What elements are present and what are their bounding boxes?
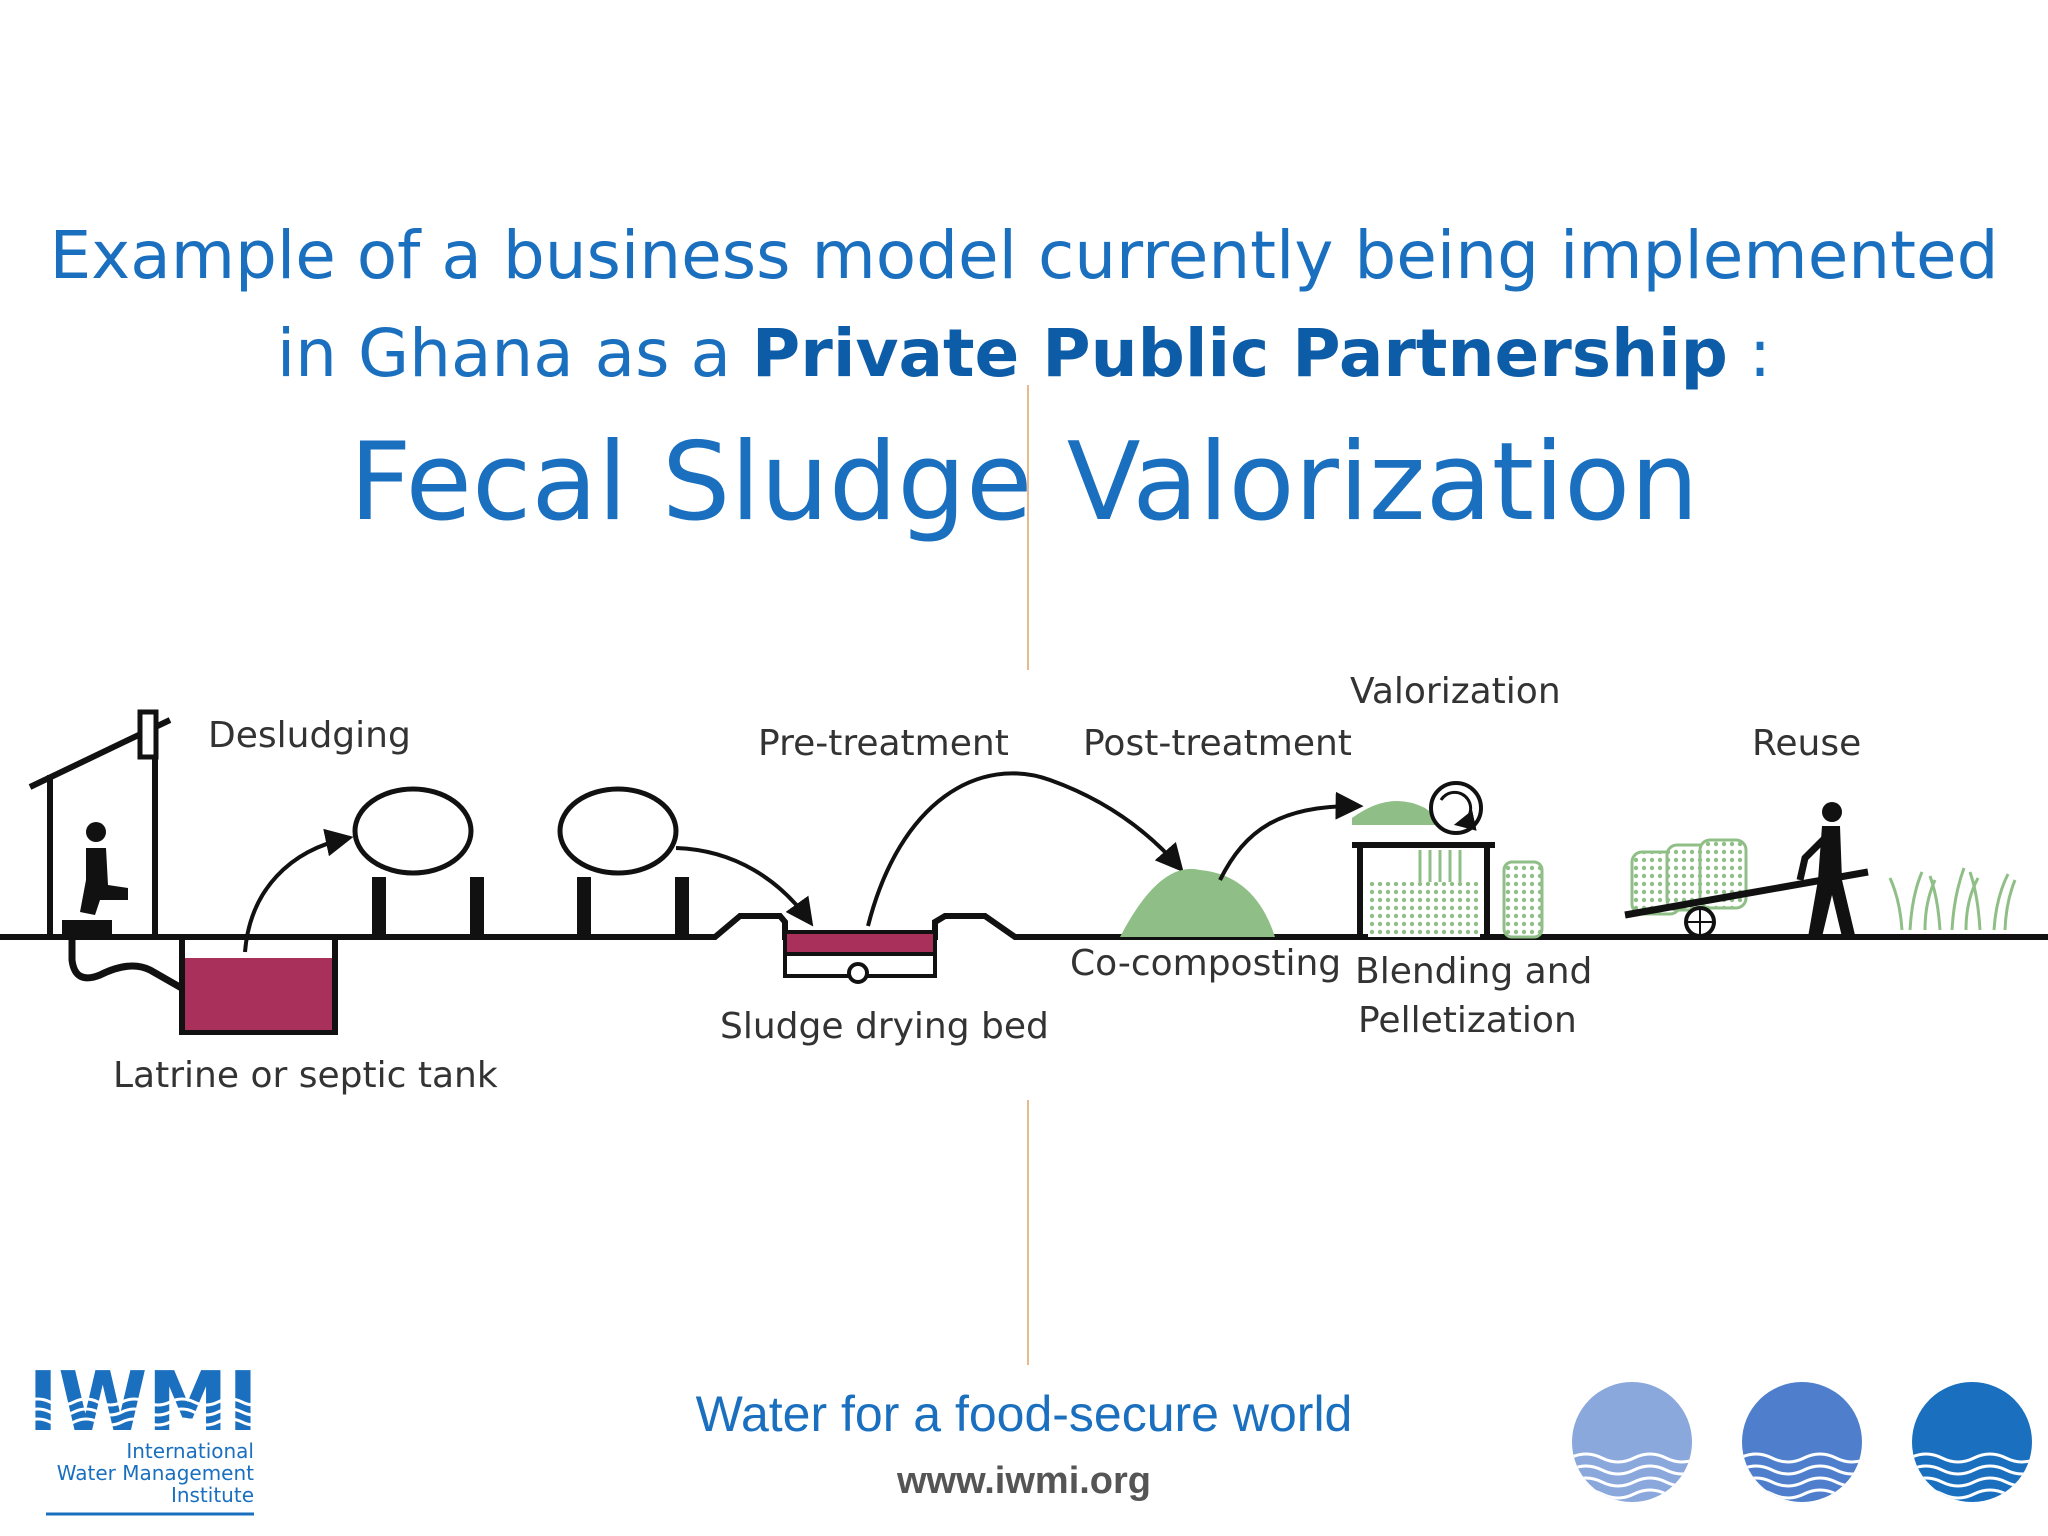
septic-tank-icon — [179, 937, 338, 1035]
desludging-truck-icon — [352, 786, 484, 937]
arrow-to-drying-bed — [675, 846, 814, 927]
worker-figure-icon — [1796, 802, 1855, 937]
label-sludge-drying-bed: Sludge drying bed — [720, 1006, 1049, 1047]
main-title: Fecal Sludge Valorization — [349, 420, 1699, 545]
water-circles-decoration — [1572, 1382, 2032, 1502]
divider-line-top — [1027, 385, 1029, 670]
label-blending: Blending and — [1355, 951, 1592, 992]
process-diagram: Desludging Latrine or septic tank Pre-tr… — [0, 671, 2048, 1096]
water-circle-medium-icon — [1742, 1382, 1862, 1502]
iwmi-logo: IWMI International Water Management Inst… — [26, 1358, 266, 1516]
logo-line-3: Institute — [171, 1483, 254, 1507]
ground-line — [0, 913, 2048, 940]
logo-line-1: International — [126, 1439, 254, 1463]
title-emphasis: Private Public Partnership — [751, 315, 1728, 392]
logo-wave-lines — [26, 1397, 266, 1427]
title-line-2-suffix: : — [1727, 315, 1772, 392]
transport-truck-icon — [557, 786, 689, 937]
footer-url: www.iwmi.org — [896, 1460, 1152, 1502]
title-line-2-prefix: in Ghana as a — [276, 315, 752, 392]
pelletization-unit-icon — [1352, 781, 1544, 939]
title-line-2: in Ghana as a Private Public Partnership… — [0, 314, 2048, 394]
label-post-treatment: Post-treatment — [1083, 723, 1352, 764]
water-circle-dark-icon — [1912, 1382, 2032, 1502]
label-pre-treatment: Pre-treatment — [758, 723, 1009, 764]
label-co-composting: Co-composting — [1070, 943, 1341, 984]
sludge-drying-bed-icon — [783, 930, 937, 984]
label-reuse: Reuse — [1752, 723, 1861, 764]
arrow-desludging — [243, 828, 354, 953]
divider-line-bottom — [1027, 1100, 1029, 1365]
water-circle-light-icon — [1572, 1382, 1692, 1502]
label-pelletization: Pelletization — [1358, 1000, 1577, 1041]
grass-icon — [1888, 867, 2017, 931]
label-valorization: Valorization — [1350, 671, 1561, 712]
compost-heap-icon — [1120, 868, 1275, 937]
footer-tagline: Water for a food-secure world — [695, 1386, 1353, 1442]
label-latrine-septic-tank: Latrine or septic tank — [113, 1055, 498, 1096]
label-desludging: Desludging — [208, 715, 411, 756]
title-line-1: Example of a business model currently be… — [49, 217, 1999, 294]
latrine-house-icon — [28, 709, 187, 994]
logo-line-2: Water Management — [57, 1461, 254, 1485]
arrow-post-treatment — [1218, 791, 1364, 881]
arrow-pretreatment — [866, 771, 1184, 927]
